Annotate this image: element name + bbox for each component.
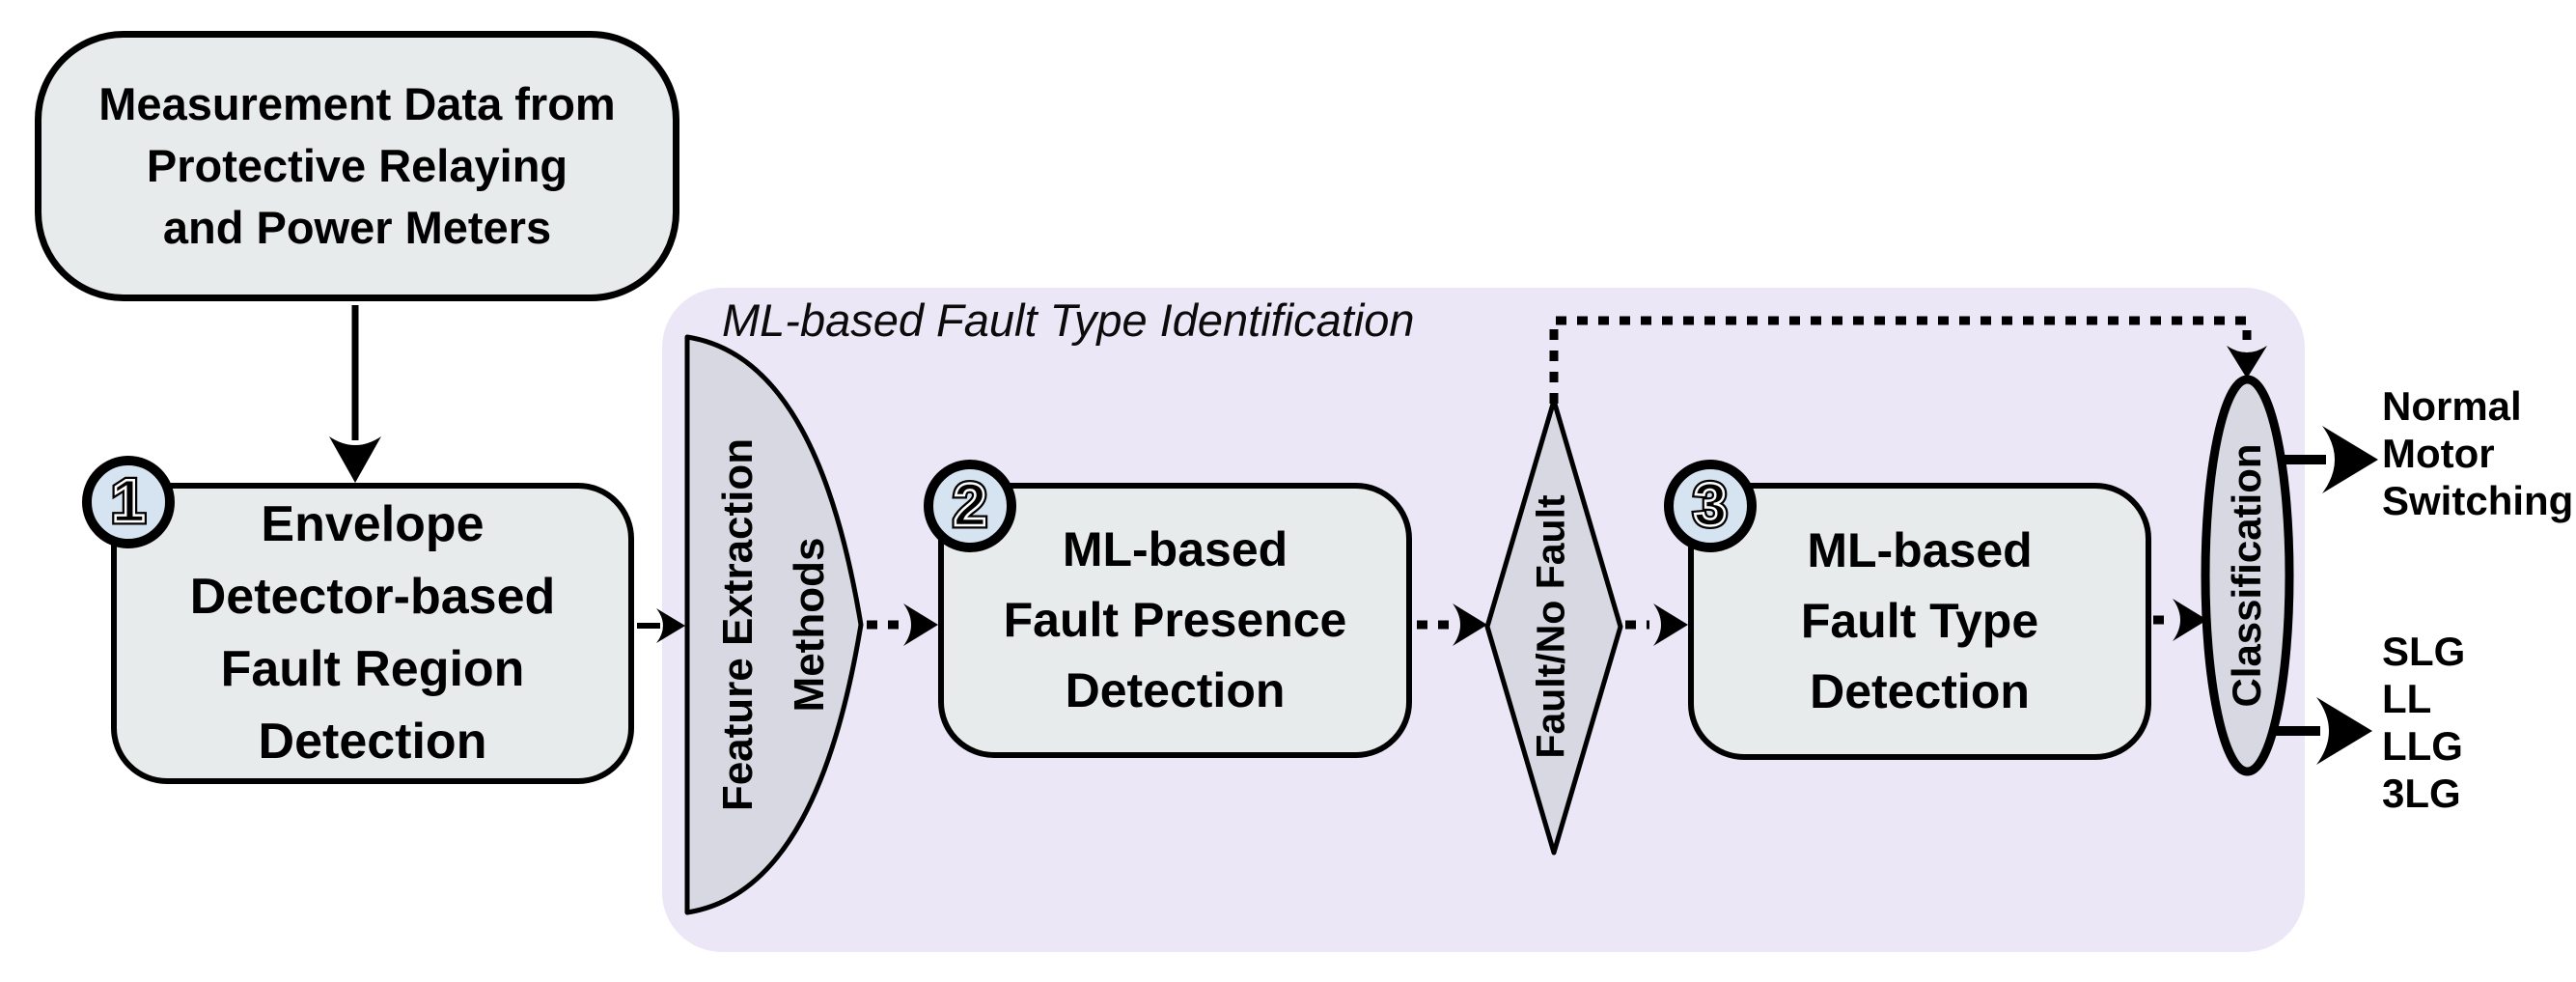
measurement-line: Measurement Data from	[98, 78, 616, 129]
step1-line: Detection	[258, 714, 487, 770]
feature-extraction-line: Methods	[786, 537, 833, 713]
step3-badge-number: 3	[1692, 472, 1728, 539]
step3-line: Detection	[1810, 664, 2030, 718]
ml-pipeline-title: ML-based Fault Type Identification	[722, 295, 1415, 346]
step1-line: Fault Region	[220, 641, 525, 697]
step1-line: Detector-based	[189, 569, 556, 625]
step1-badge-number: 1	[108, 468, 149, 535]
fault-no-fault-label: Fault/No Fault	[1528, 494, 1573, 759]
feedback-decision-to-classifier-line	[1549, 316, 2252, 404]
arrow-step3-to-classifier-head	[2173, 599, 2207, 641]
arrow-classifier-to-normal-head	[2322, 426, 2378, 493]
arrow-step2-to-decision-head	[1453, 603, 1487, 646]
step2-badge: 2 2	[924, 460, 1016, 552]
arrow-step1-to-feature-head	[656, 608, 685, 643]
arrow-decision-to-step3-head	[1653, 603, 1688, 646]
feature-extraction-label: Feature Extraction Methods	[703, 438, 845, 811]
step2-line: Fault Presence	[1003, 593, 1347, 647]
step3-badge-number: 3	[1690, 472, 1731, 539]
output-fault-line: LLG	[2382, 723, 2463, 769]
output-fault-line: 3LG	[2382, 771, 2461, 816]
step3-badge: 3 3	[1664, 460, 1757, 552]
output-normal-block: Normal Motor Switching	[2382, 382, 2573, 524]
feedback-decision-to-classifier-head	[2227, 346, 2267, 379]
fault-presence-box: ML-based Fault Presence Detection	[938, 483, 1412, 758]
classification-label: Classification	[2224, 443, 2269, 708]
step2-badge-number: 2	[952, 472, 987, 539]
output-normal-line: Switching	[2382, 478, 2574, 523]
step2-line: Detection	[1065, 663, 1286, 717]
classification-ellipse	[2201, 375, 2294, 776]
step1-badge-number: 1	[110, 468, 146, 535]
envelope-detector-box: Envelope Detector-based Fault Region Det…	[111, 483, 634, 784]
step3-line: ML-based	[1807, 523, 2033, 577]
decision-diamond	[1484, 398, 1623, 856]
output-fault-line: LL	[2382, 676, 2432, 721]
measurement-data-box: Measurement Data from Protective Relayin…	[35, 31, 679, 301]
fault-type-box: ML-based Fault Type Detection	[1688, 483, 2151, 760]
output-normal-line: Motor	[2382, 431, 2495, 476]
feature-extraction-shape	[684, 334, 864, 915]
feature-extraction-line: Feature Extraction	[714, 437, 762, 812]
output-fault-types-block: SLG LL LLG 3LG	[2382, 628, 2465, 817]
step2-line: ML-based	[1062, 522, 1288, 576]
arrow-measurement-to-step1-head	[329, 436, 381, 483]
step3-line: Fault Type	[1800, 594, 2039, 648]
measurement-line: Protective Relaying	[146, 140, 568, 191]
measurement-line: and Power Meters	[162, 202, 552, 253]
arrow-classifier-to-faults-head	[2316, 697, 2372, 765]
step1-line: Envelope	[261, 496, 485, 552]
step2-badge-number: 2	[950, 472, 990, 539]
output-normal-line: Normal	[2382, 383, 2522, 429]
step1-badge: 1 1	[82, 456, 175, 548]
output-fault-line: SLG	[2382, 629, 2466, 674]
arrow-feature-to-step2-head	[903, 603, 938, 646]
